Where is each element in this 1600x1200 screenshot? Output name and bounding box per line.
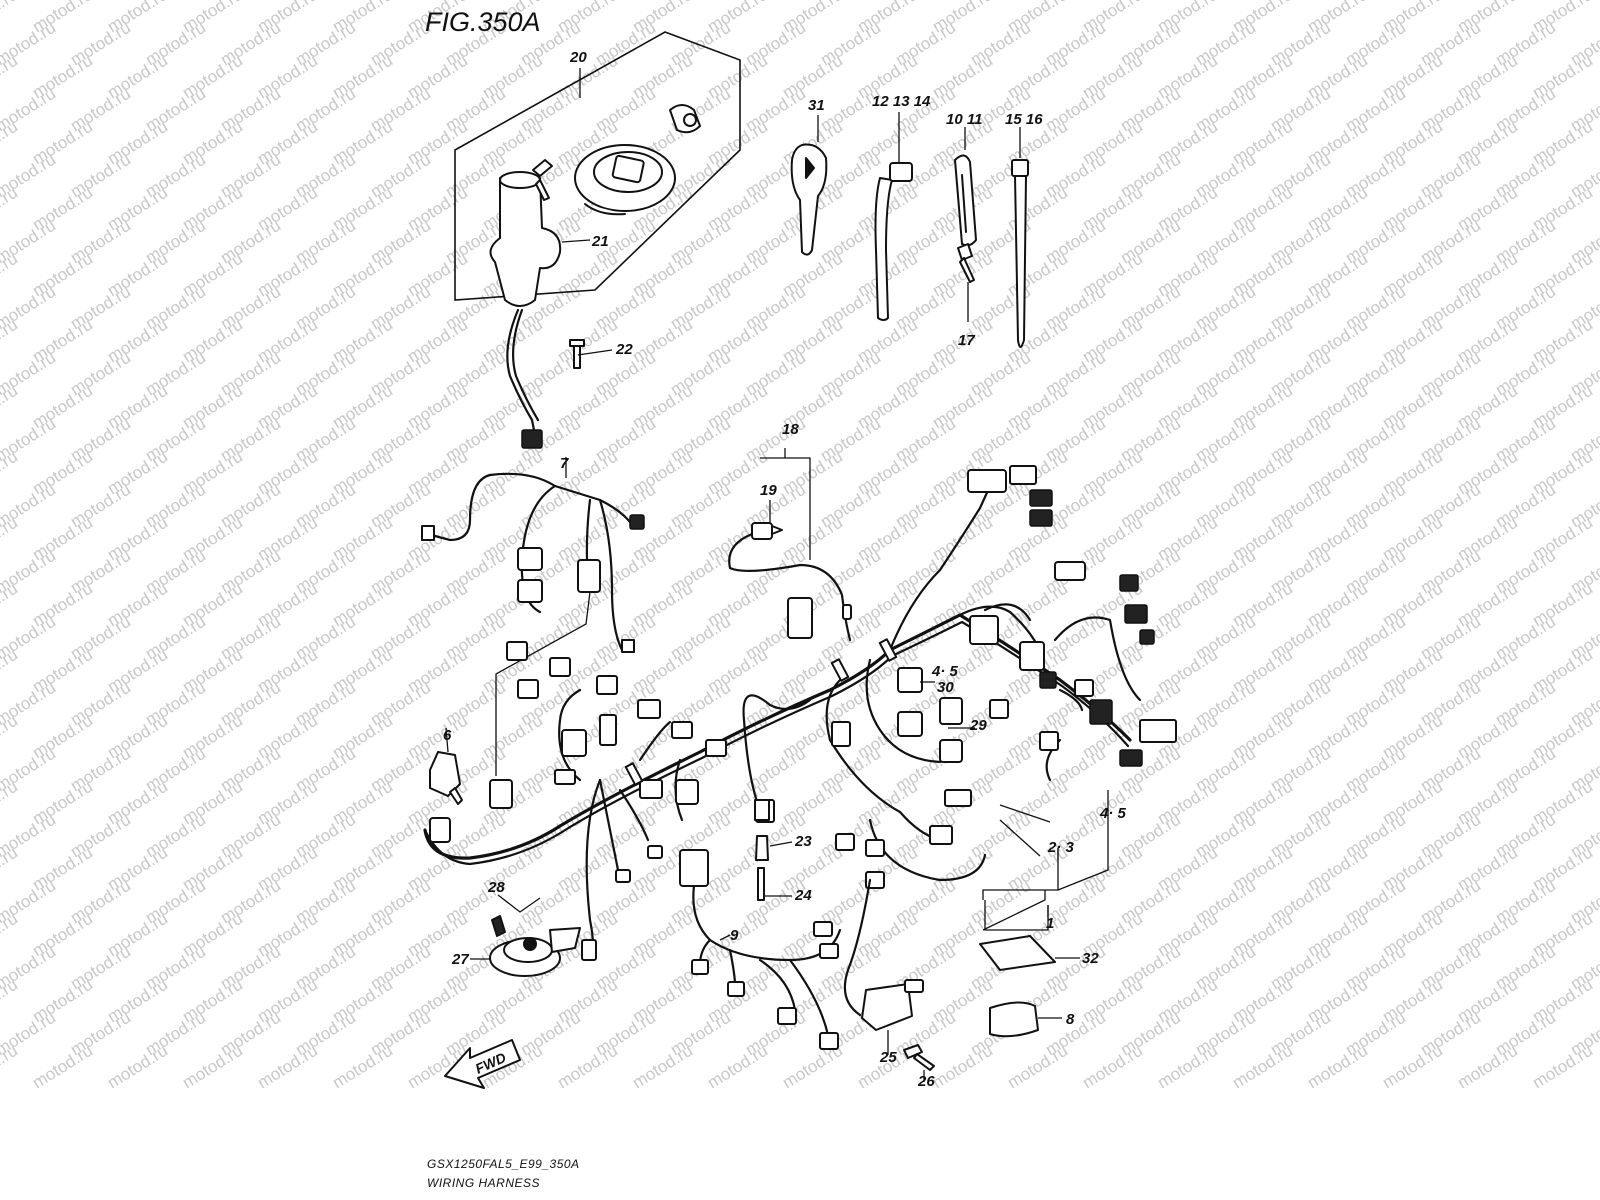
watermark-text: motod.ru (1454, 1041, 1521, 1093)
watermark-text: motod.ru (254, 1041, 321, 1093)
diagram-caption: WIRING HARNESS (427, 1176, 540, 1190)
callout-32: 32 (1082, 950, 1099, 967)
callout-24: 24 (794, 887, 812, 904)
watermark-text: motod.ru (554, 1041, 621, 1093)
callout-1: 1 (1046, 915, 1054, 932)
watermark-text: motod.ru (104, 1041, 171, 1093)
model-code: GSX1250FAL5_E99_350A (427, 1157, 580, 1171)
callout-31: 31 (808, 97, 825, 114)
callout-27: 27 (451, 951, 469, 968)
callout-9: 9 (730, 927, 739, 944)
callout-4-5-right: 4· 5 (1099, 805, 1127, 822)
callout-19: 19 (760, 482, 777, 499)
watermark-text: motod.ru (1079, 1041, 1146, 1093)
watermark-text: motod.ru (329, 1041, 396, 1093)
callout-17: 17 (958, 332, 975, 349)
callout-4-5-top: 4· 5 (931, 663, 959, 680)
callout-28: 28 (487, 879, 505, 896)
watermark-text: motod.ru (0, 0, 21, 36)
watermark-text: motod.ru (704, 1041, 771, 1093)
callout-15-16: 15 16 (1005, 111, 1043, 128)
callout-22: 22 (615, 341, 633, 358)
watermark-text: motod.ru (1379, 1041, 1446, 1093)
watermark-text: motod.ru (1154, 1041, 1221, 1093)
callout-23: 23 (794, 833, 812, 850)
callout-12-13-14: 12 13 14 (872, 93, 931, 110)
callout-8: 8 (1066, 1011, 1075, 1028)
callout-7: 7 (560, 455, 569, 472)
callout-20: 20 (569, 49, 587, 66)
callout-6: 6 (443, 727, 452, 744)
watermark-text: motod.ru (29, 1041, 96, 1093)
watermark-text: motod.ru (629, 1041, 696, 1093)
watermark-text: motod.ru (1304, 1041, 1371, 1093)
figure-title: FIG.350A (425, 7, 541, 37)
watermark-text: motod.ru (1004, 1041, 1071, 1093)
callout-26: 26 (917, 1073, 935, 1090)
watermark-text: motod.ru (1229, 1041, 1296, 1093)
callout-25: 25 (879, 1049, 897, 1066)
callout-30: 30 (937, 679, 954, 696)
callout-21: 21 (591, 233, 609, 250)
cap-8 (989, 1001, 1062, 1038)
callout-10-11: 10 11 (946, 111, 982, 128)
callout-2-3: 2· 3 (1047, 839, 1075, 856)
watermark-text: motod.ru (179, 1041, 246, 1093)
watermark-text: motod.ru (929, 1041, 996, 1093)
watermark-text: motod.ru (1529, 1041, 1596, 1093)
callout-18: 18 (782, 421, 799, 438)
callout-29: 29 (969, 717, 987, 734)
